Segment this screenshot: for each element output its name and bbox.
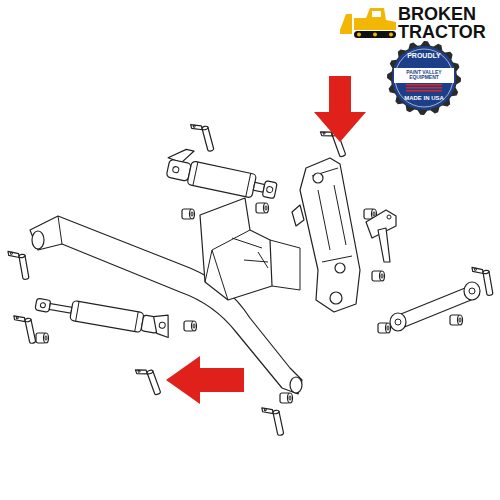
lower-cylinder [34, 292, 172, 337]
mount-plates [200, 198, 300, 300]
badge-text: PROUDLY [401, 52, 447, 59]
badge-circle: PROUDLY PAINT VALLEY EQUIPMENT MADE IN USA [386, 40, 462, 116]
bellcrank [292, 158, 360, 312]
pointer-arrow [314, 76, 366, 142]
upper-cylinder [164, 146, 281, 203]
bulldozer-logo [340, 8, 396, 38]
badge-text: PAINT VALLEY EQUIPMENT [398, 70, 450, 81]
logo-text: BROKEN TRACTOR [398, 5, 498, 41]
badge-text: MADE IN USA [399, 95, 449, 101]
link-bar [390, 282, 480, 331]
bracket-pin [366, 210, 396, 262]
pointer-arrow [166, 356, 244, 404]
